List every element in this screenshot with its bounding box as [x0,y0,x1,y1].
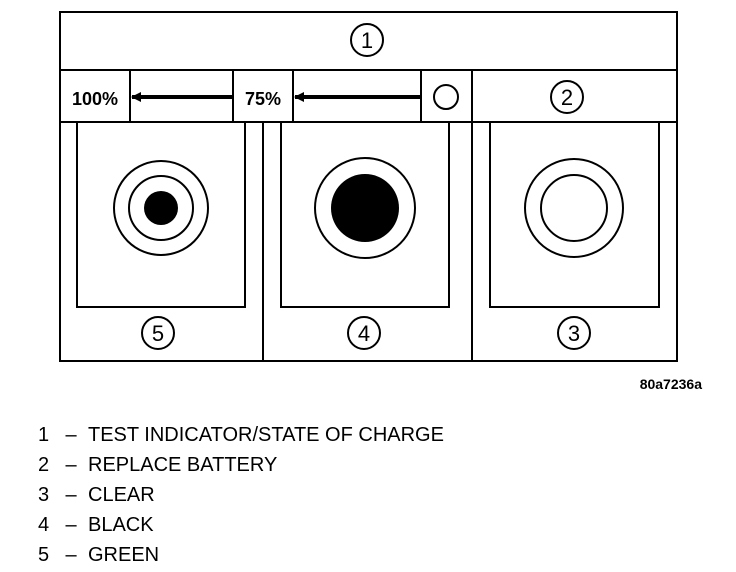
callout-3-label: 3 [568,321,580,346]
legend-number: 5 [38,544,50,566]
callout-1: 1 [350,23,384,57]
legend-item: 4–BLACK [38,510,444,540]
callout-2: 2 [550,80,584,114]
callout-2-label: 2 [561,85,573,110]
legend-number: 1 [38,424,50,446]
legend-separator: – [65,544,77,566]
legend-label: TEST INDICATOR/STATE OF CHARGE [88,424,444,446]
callout-3: 3 [557,316,591,350]
indicator-panel-green [76,121,246,308]
legend-label: GREEN [88,544,160,566]
scale-label-100: 100% [72,89,118,109]
callout-5: 5 [141,316,175,350]
callout-1-label: 1 [361,28,373,53]
clear-dot-icon [540,174,608,242]
legend-separator: – [65,424,77,446]
legend-separator: – [65,514,77,536]
figure-code: 80a7236a [640,376,703,392]
legend-label: BLACK [88,514,154,536]
indicator-panel-black [280,121,450,308]
legend-item: 1–TEST INDICATOR/STATE OF CHARGE [38,420,444,450]
legend-number: 3 [38,484,50,506]
legend: 1–TEST INDICATOR/STATE OF CHARGE 2–REPLA… [38,420,444,570]
legend-label: REPLACE BATTERY [88,454,278,476]
legend-separator: – [65,484,77,506]
callout-4-label: 4 [358,321,370,346]
diagram-frame [59,11,678,362]
legend-number: 4 [38,514,50,536]
callout-4: 4 [347,316,381,350]
callout-5-label: 5 [152,321,164,346]
indicator-panel-clear [489,121,660,308]
black-dot-icon [331,174,399,242]
legend-item: 2–REPLACE BATTERY [38,450,444,480]
scale-label-75: 75% [245,89,281,109]
legend-separator: – [65,454,77,476]
legend-item: 5–GREEN [38,540,444,570]
green-dot-icon [144,191,178,225]
battery-indicator-diagram: 1 100% 75% 2 5 4 [59,11,703,392]
legend-label: CLEAR [88,484,155,506]
empty-indicator-icon [433,84,459,110]
legend-item: 3–CLEAR [38,480,444,510]
legend-number: 2 [38,454,50,476]
